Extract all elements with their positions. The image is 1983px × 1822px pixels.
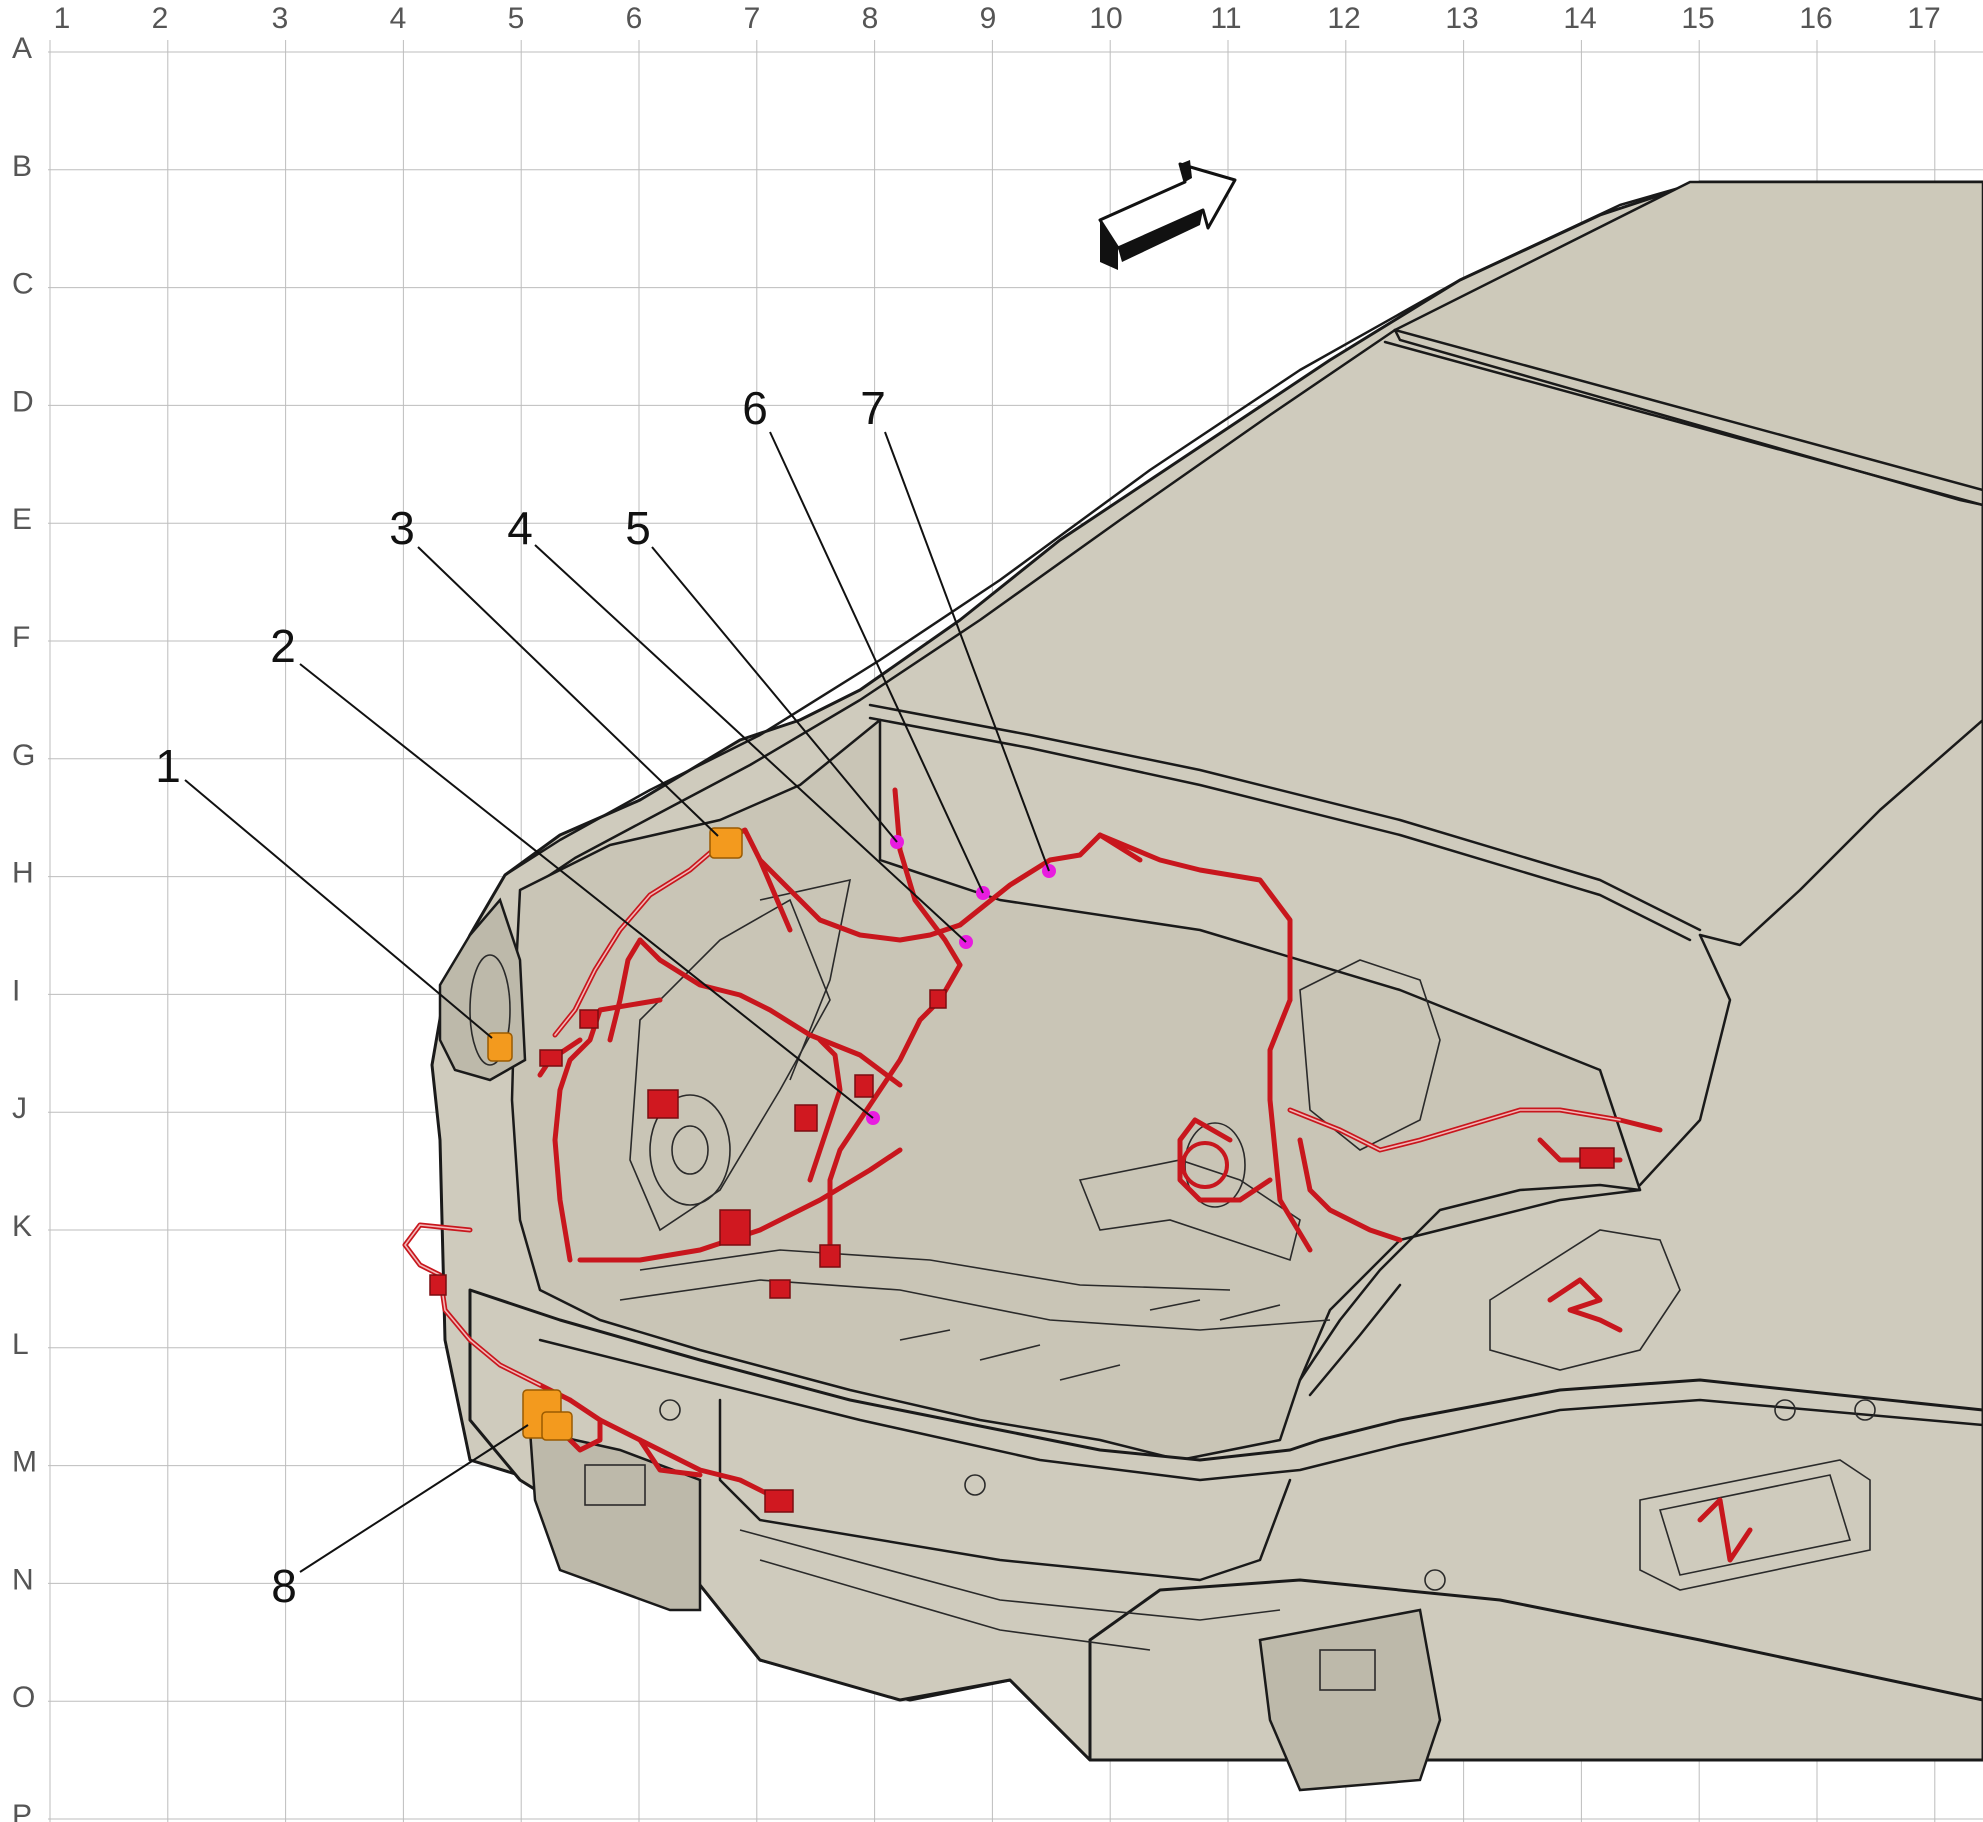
- connector: [929, 989, 947, 1009]
- grid-column-label: 7: [744, 2, 761, 35]
- grid-row-label: P: [12, 1799, 32, 1822]
- grid-row-label: D: [12, 385, 34, 418]
- grid-column-label: 8: [862, 2, 879, 35]
- front-of-vehicle-arrow-icon: [1098, 160, 1237, 270]
- grid-row-label: O: [12, 1681, 35, 1714]
- connector: [647, 1089, 679, 1119]
- callout-6: 6: [742, 382, 768, 434]
- grid-row-label: M: [12, 1446, 37, 1479]
- grid-row-label: K: [12, 1210, 32, 1243]
- highlighted-connector-1: [487, 1032, 513, 1062]
- callout-8: 8: [271, 1560, 297, 1612]
- grid-column-label: 10: [1089, 2, 1122, 35]
- grid-column-label: 9: [980, 2, 997, 35]
- grid-row-label: E: [12, 503, 32, 536]
- connector: [1579, 1147, 1615, 1169]
- connector: [819, 1244, 841, 1268]
- connector: [539, 1049, 563, 1067]
- connector: [429, 1274, 447, 1296]
- harness-connectors: [429, 827, 1615, 1513]
- grid-column-label: 17: [1907, 2, 1940, 35]
- connector: [854, 1074, 874, 1098]
- grid-column-label: 11: [1210, 2, 1241, 35]
- grid-column-label: 15: [1681, 2, 1714, 35]
- callout-5: 5: [625, 502, 651, 554]
- callout-1: 1: [155, 740, 181, 792]
- grid-column-label: 13: [1445, 2, 1478, 35]
- vehicle-rear-body: [430, 180, 1983, 1792]
- connector: [794, 1104, 818, 1132]
- grid-row-label: B: [12, 150, 32, 183]
- callout-7: 7: [860, 382, 886, 434]
- callout-3: 3: [389, 502, 415, 554]
- grid-column-label: 3: [272, 2, 289, 35]
- connector: [764, 1489, 794, 1513]
- grid-row-label: J: [12, 1092, 27, 1125]
- grid-row-label: F: [12, 621, 30, 654]
- rear-window: [1393, 180, 1983, 507]
- grid-column-label: 12: [1327, 2, 1360, 35]
- grid-row-label: L: [12, 1328, 29, 1361]
- connector: [579, 1009, 599, 1029]
- grid-column-label: 5: [508, 2, 525, 35]
- callout-2: 2: [270, 620, 296, 672]
- connector: [769, 1279, 791, 1299]
- grid-row-label: G: [12, 739, 35, 772]
- grommet: [1181, 1141, 1229, 1189]
- grid-column-label: 16: [1799, 2, 1832, 35]
- grid-column-label: 6: [626, 2, 643, 35]
- grid-row-label: I: [12, 974, 20, 1007]
- grid-column-label: 2: [152, 2, 169, 35]
- callouts: 1 2 3 4 5 6 7 8: [155, 382, 1050, 1612]
- grid-row-label: A: [12, 32, 32, 65]
- connector: [719, 1209, 751, 1246]
- grid-row-labels: A B C D E F G H I J K L M N O P: [12, 32, 37, 1822]
- callout-4: 4: [507, 502, 533, 554]
- grid-row-label: C: [12, 268, 34, 301]
- grid-column-label: 4: [390, 2, 407, 35]
- grid-column-label: 1: [54, 2, 71, 35]
- highlighted-connector-8b: [541, 1411, 573, 1441]
- grid-row-label: H: [12, 857, 34, 890]
- grid-column-label: 14: [1563, 2, 1596, 35]
- grid-row-label: N: [12, 1563, 34, 1596]
